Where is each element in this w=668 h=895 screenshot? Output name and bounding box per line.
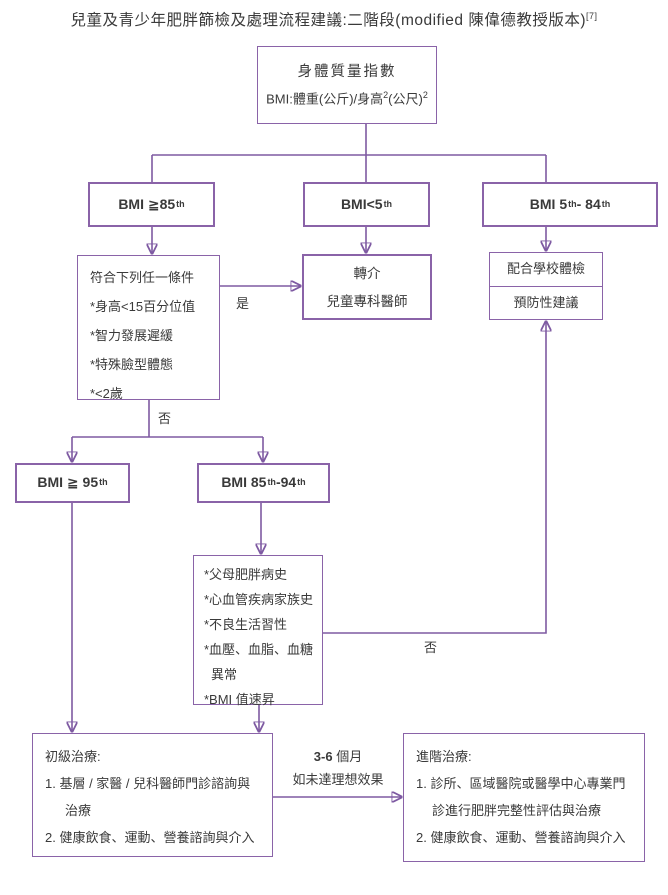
label-if-not-effective: 如未達理想效果	[292, 772, 384, 787]
criteria-line: *特殊臉型體態	[90, 357, 174, 372]
label-yes: 是	[236, 296, 250, 311]
node-bmi-index: 身體質量指數 BMI:體重(公斤)/身高2(公尺)2	[257, 46, 437, 124]
node-criteria: 符合下列任一條件 *身高<15百分位值 *智力發展遲緩 *特殊臉型體態 *<2歲	[77, 255, 220, 401]
node-school-checkup: 配合學校體檢 預防性建議	[489, 252, 603, 320]
risk-line: *不良生活習性	[204, 617, 288, 632]
node-advanced-care: 進階治療: 1. 診所、區域醫院或醫學中心專業門 診進行肥胖完整性評估與治療 2…	[403, 733, 645, 862]
bmi-index-formula: BMI:體重(公斤)/身高2(公尺)2	[266, 90, 428, 107]
risk-line: *父母肥胖病史	[204, 567, 288, 582]
school-checkup-cell: 配合學校體檢	[490, 253, 602, 287]
node-primary-care: 初級治療: 1. 基層 / 家醫 / 兒科醫師門診諮詢與 治療 2. 健康飲食、…	[32, 733, 273, 857]
risk-line: *血壓、血脂、血糖	[204, 642, 314, 657]
node-bmi-ge95: BMI ≧ 95 th	[15, 463, 130, 503]
primary-care-item2: 2. 健康飲食、運動、營養諮詢與介入	[45, 830, 255, 845]
advanced-care-item2: 2. 健康飲食、運動、營養諮詢與介入	[416, 830, 626, 845]
criteria-line: *身高<15百分位值	[90, 299, 196, 314]
criteria-line: 符合下列任一條件	[90, 270, 195, 285]
referral-line2: 兒童專科醫師	[326, 294, 408, 309]
reference-superscript: [7]	[586, 10, 598, 21]
node-referral: 轉介 兒童專科醫師	[302, 254, 432, 320]
page-title: 兒童及青少年肥胖篩檢及處理流程建議:二階段(modified 陳偉德教授版本)[…	[0, 8, 668, 30]
label-no-risk: 否	[424, 640, 438, 655]
bmi-index-title: 身體質量指數	[297, 63, 397, 80]
label-followup-months: 3-6 個月	[313, 749, 363, 764]
node-bmi-85-94: BMI 85 th-94 th	[197, 463, 330, 503]
preventive-advice-cell: 預防性建議	[513, 294, 579, 310]
risk-line: *心血管疾病家族史	[204, 592, 314, 607]
page-title-text: 兒童及青少年肥胖篩檢及處理流程建議:二階段(modified 陳偉德教授版本)	[70, 12, 586, 29]
primary-care-item1-cont: 治療	[65, 803, 92, 818]
edge-risk-no-school	[323, 322, 546, 634]
advanced-care-item1-cont: 診進行肥胖完整性評估與治療	[432, 803, 602, 818]
primary-care-title: 初級治療:	[45, 749, 101, 764]
primary-care-item1: 1. 基層 / 家醫 / 兒科醫師門診諮詢與	[45, 776, 251, 791]
advanced-care-title: 進階治療:	[416, 749, 472, 764]
referral-line1: 轉介	[353, 266, 381, 281]
label-no-criteria: 否	[158, 411, 172, 426]
advanced-care-item1: 1. 診所、區域醫院或醫學中心專業門	[416, 776, 626, 791]
risk-line: 異常	[211, 667, 238, 682]
criteria-line: *<2歲	[90, 386, 123, 401]
risk-line: *BMI 值速昇	[204, 692, 275, 707]
criteria-line: *智力發展遲緩	[90, 328, 174, 343]
node-risk-factors: *父母肥胖病史 *心血管疾病家族史 *不良生活習性 *血壓、血脂、血糖 異常 *…	[193, 555, 323, 707]
